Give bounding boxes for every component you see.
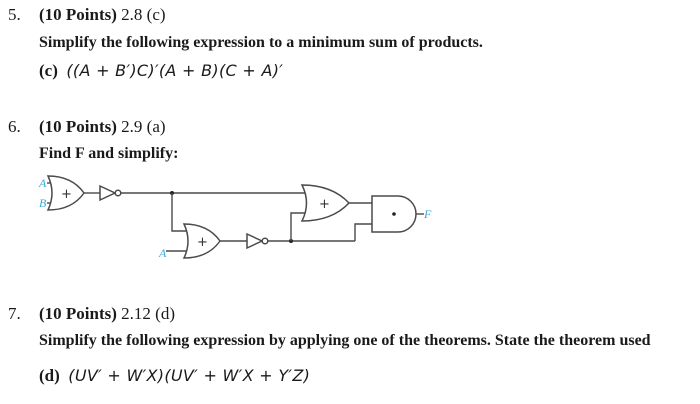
points-label: (10 Points)	[39, 5, 117, 24]
or-gate-2: +	[182, 223, 221, 259]
reference-label: 2.9 (a)	[121, 117, 166, 136]
svg-text:+: +	[319, 197, 330, 212]
not-gate-1	[99, 184, 122, 202]
points-label: (10 Points)	[39, 304, 117, 323]
input-label-b: B	[39, 196, 47, 210]
part-label: (d)	[39, 366, 60, 385]
and-gate	[371, 195, 417, 233]
question-header: (10 Points) 2.12 (d)	[39, 304, 175, 324]
or-gate-3: +	[300, 184, 351, 222]
reference-label: 2.8 (c)	[121, 5, 166, 24]
expression-line: (c) ((A + B′)C)′(A + B)(C + A)′	[39, 61, 283, 81]
question-header: (10 Points) 2.9 (a)	[39, 117, 166, 137]
svg-text:+: +	[197, 235, 208, 250]
boolean-expression: ((A + B′)C)′(A + B)(C + A)′	[66, 61, 284, 80]
part-label: (c)	[39, 61, 58, 80]
question-number: 7.	[8, 304, 21, 323]
question-header: (10 Points) 2.8 (c)	[39, 5, 166, 25]
question-number: 6.	[8, 117, 21, 136]
instruction-text: Simplify the following expression by app…	[39, 332, 651, 349]
question-number: 5.	[8, 5, 21, 24]
reference-label: 2.12 (d)	[121, 304, 175, 323]
boolean-expression: (UV′ + W′X)(UV′ + W′X + Y′Z)	[68, 366, 311, 385]
not-gate-2	[246, 232, 269, 250]
expression-line: (d) (UV′ + W′X)(UV′ + W′X + Y′Z)	[39, 366, 310, 386]
input-label-a: A	[38, 176, 47, 190]
input-label-a2: A	[158, 246, 167, 260]
svg-text:+: +	[61, 187, 72, 202]
points-label: (10 Points)	[39, 117, 117, 136]
instruction-text: Find F and simplify:	[39, 145, 179, 162]
or-gate-1: +	[46, 175, 85, 211]
output-label-f: F	[423, 207, 432, 221]
instruction-text: Simplify the following expression to a m…	[39, 34, 483, 51]
